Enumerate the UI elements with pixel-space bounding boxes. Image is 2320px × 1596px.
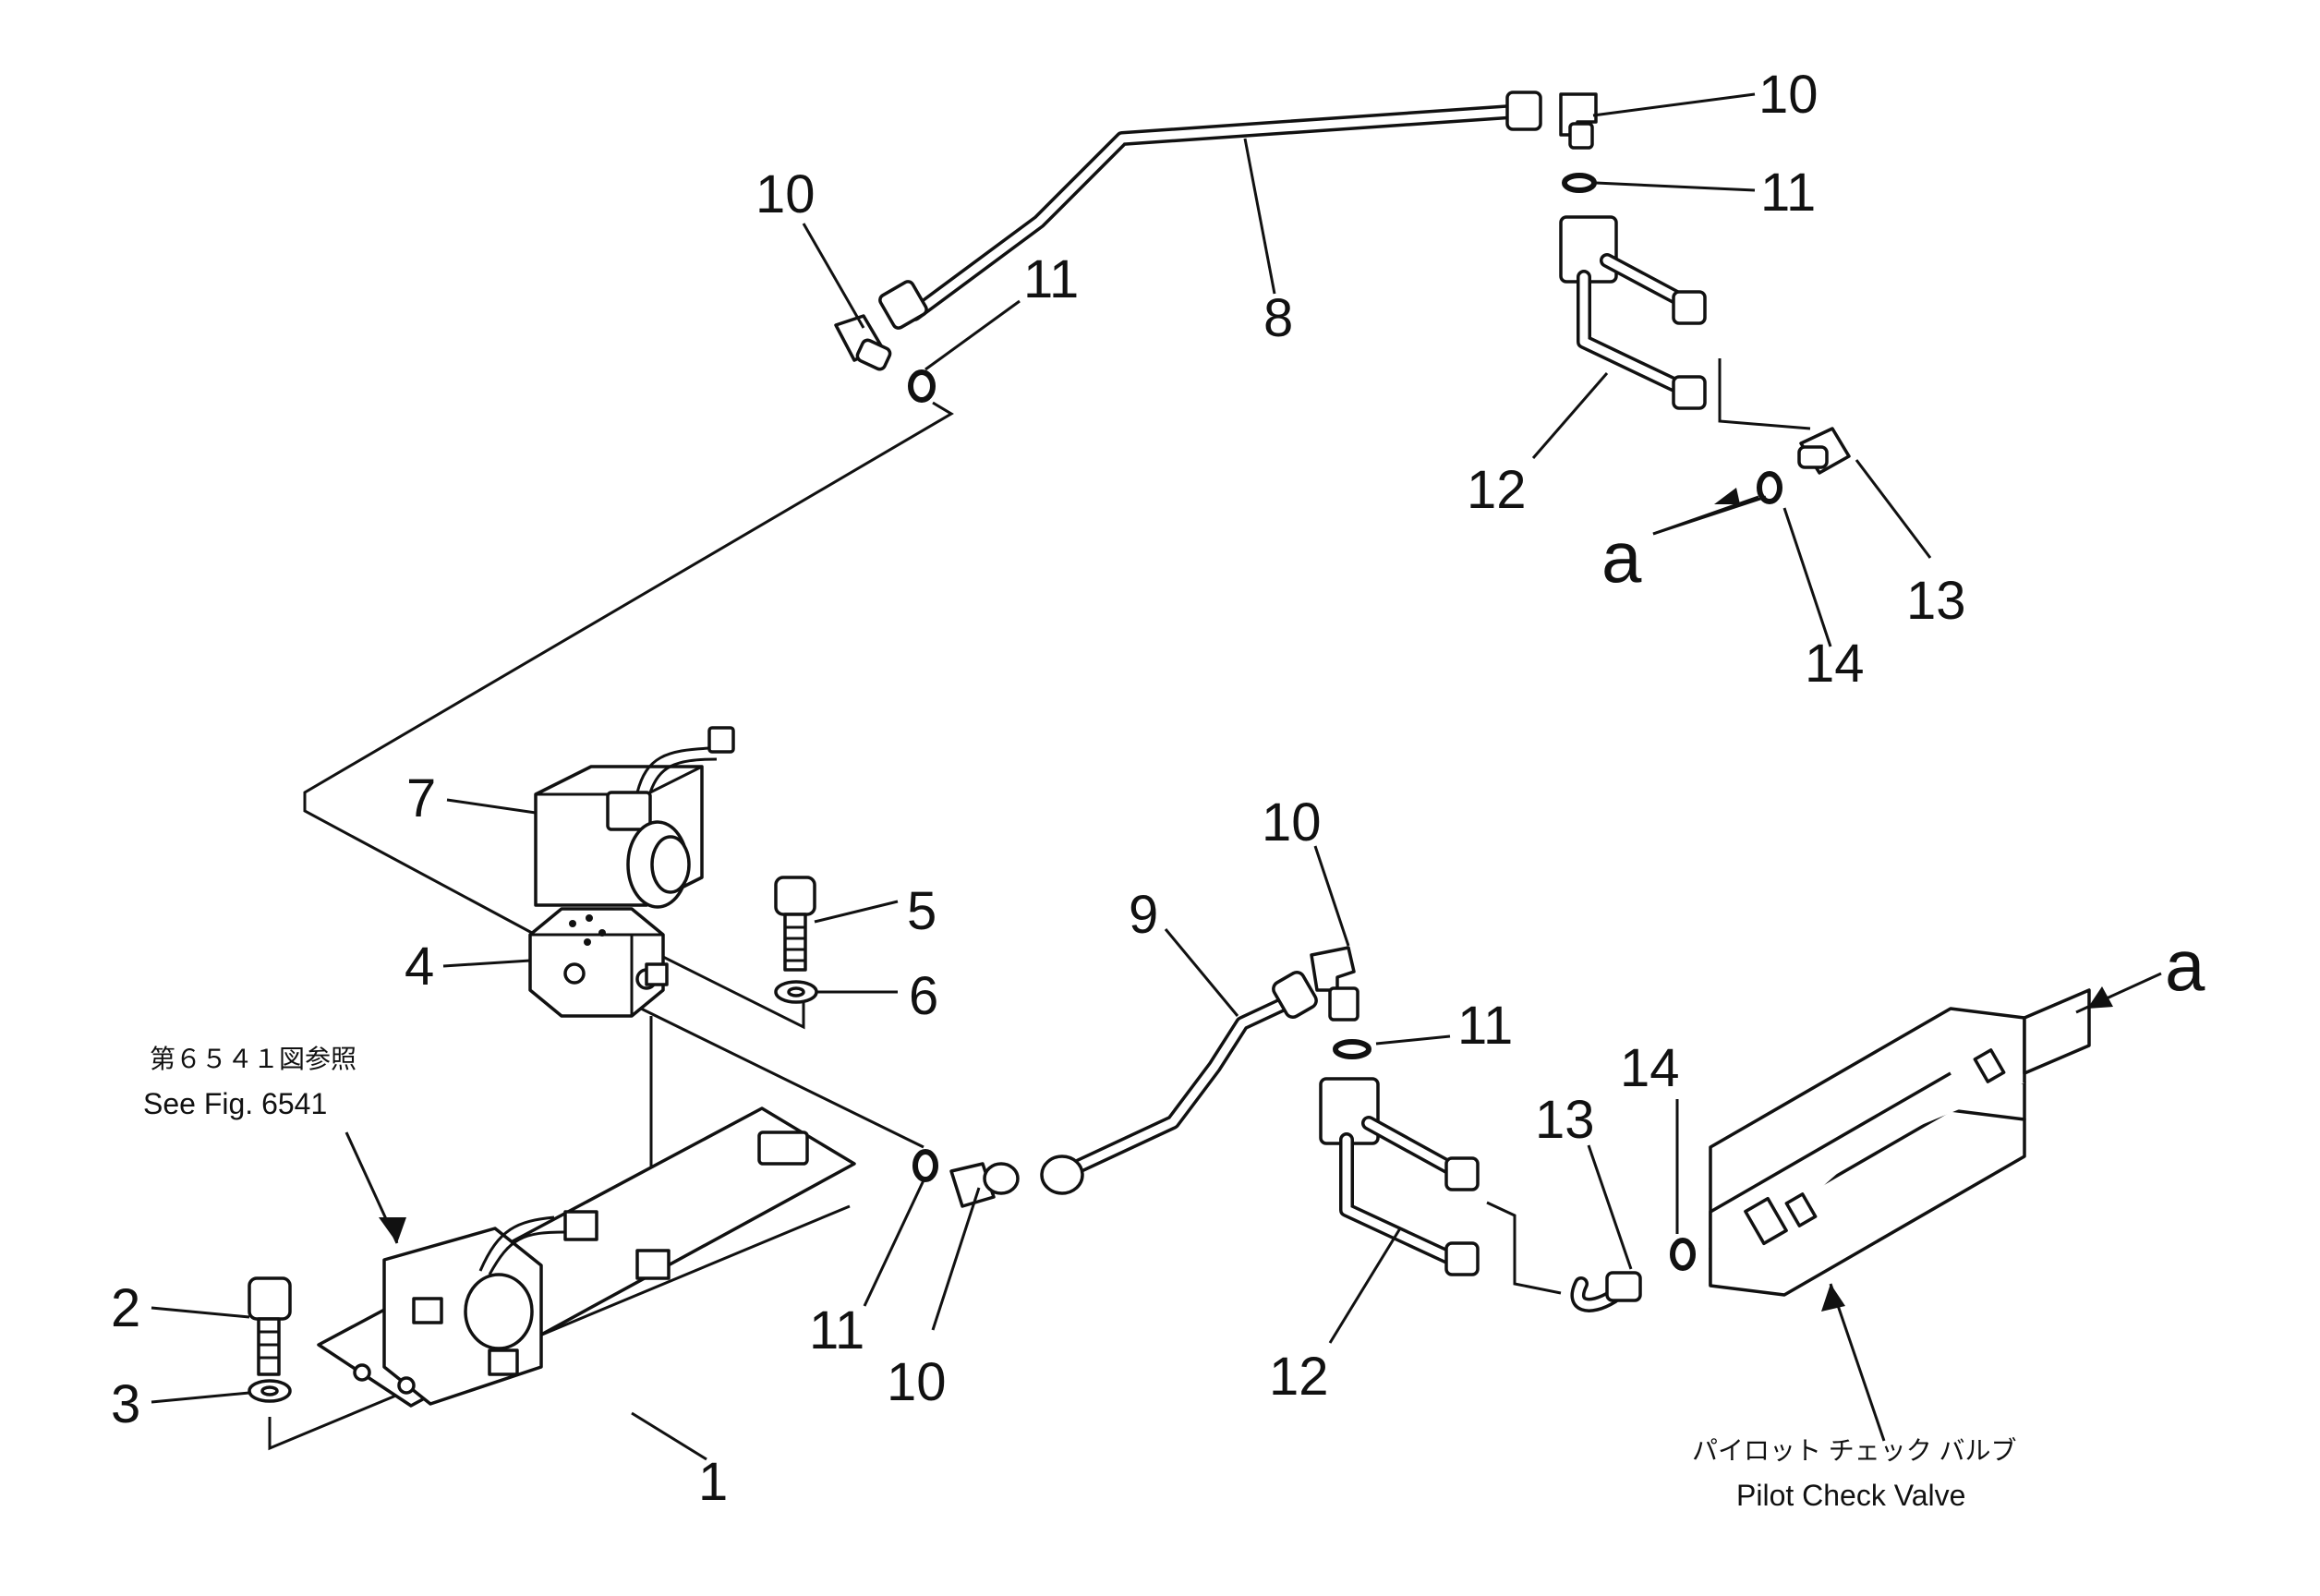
washer-6 xyxy=(774,980,818,1004)
label-1: 1 xyxy=(698,1452,728,1512)
label-14-top: 14 xyxy=(1805,634,1865,694)
part-labels: 10 11 10 11 8 12 a 13 14 7 4 5 6 9 10 11… xyxy=(111,65,2205,1512)
bolt-5 xyxy=(774,876,816,972)
solenoid-7 xyxy=(534,726,735,909)
connector-lines xyxy=(268,358,1811,1451)
label-4: 4 xyxy=(405,937,434,997)
label-9: 9 xyxy=(1129,885,1158,945)
o-ring-11-top-right xyxy=(1562,173,1597,193)
pipe-12-top xyxy=(1559,215,1707,410)
fitting-10-mid xyxy=(1310,946,1359,1022)
leader-lines xyxy=(151,92,1932,1461)
valve-note-en: Pilot Check Valve xyxy=(1736,1479,1965,1512)
pipe-9 xyxy=(1040,970,1318,1195)
pipe-8 xyxy=(878,91,1542,330)
see-fig-note-jp: 第６５４１図参照 xyxy=(150,1045,356,1073)
label-13-top: 13 xyxy=(1906,571,1966,631)
pilot-check-valve xyxy=(1709,988,2091,1297)
label-11-bottom: 11 xyxy=(809,1300,864,1360)
label-2: 2 xyxy=(111,1278,140,1338)
o-ring-14-top xyxy=(1757,471,1782,504)
label-12-top: 12 xyxy=(1467,460,1527,520)
label-10-top-left: 10 xyxy=(755,164,816,224)
o-ring-11-mid xyxy=(1333,1039,1371,1059)
label-11-top-right: 11 xyxy=(1760,163,1816,223)
label-3: 3 xyxy=(111,1374,140,1434)
label-10-top-right: 10 xyxy=(1758,65,1819,125)
label-11-mid: 11 xyxy=(1457,996,1513,1056)
bolt-2 xyxy=(248,1276,292,1376)
arrowheads xyxy=(379,488,2162,1312)
label-12-bottom: 12 xyxy=(1269,1347,1329,1407)
label-13-bottom: 13 xyxy=(1535,1090,1595,1150)
notes: 第６５４１図参照 See Fig. 6541 パイロット チェック バルブ Pi… xyxy=(143,1045,2017,1512)
fitting-13-top xyxy=(1797,427,1851,475)
o-ring-14-bottom xyxy=(1670,1238,1696,1271)
fitting-10-top-right xyxy=(1559,92,1598,150)
fitting-10-top-left xyxy=(834,314,892,371)
o-ring-11-top-left xyxy=(908,369,936,403)
pipe-12-bottom xyxy=(1319,1077,1480,1276)
fitting-13-bottom xyxy=(1570,1271,1642,1312)
see-fig-note-en: See Fig. 6541 xyxy=(143,1087,327,1120)
label-7: 7 xyxy=(406,768,436,828)
washer-3 xyxy=(248,1379,292,1403)
o-ring-11-bottom xyxy=(912,1149,938,1182)
label-6: 6 xyxy=(909,966,938,1026)
label-5: 5 xyxy=(907,881,936,941)
label-10-mid: 10 xyxy=(1262,792,1322,852)
label-a-top: a xyxy=(1601,516,1642,598)
valve-note-jp: パイロット チェック バルブ xyxy=(1692,1436,2017,1465)
label-a-bottom: a xyxy=(2165,925,2205,1006)
fitting-10-bottom xyxy=(949,1162,1020,1208)
label-10-bottom: 10 xyxy=(887,1352,947,1412)
plate-1 xyxy=(317,1106,856,1408)
label-11-top-left: 11 xyxy=(1023,249,1079,309)
label-14-bottom: 14 xyxy=(1620,1038,1680,1098)
label-8: 8 xyxy=(1263,288,1293,348)
block-4 xyxy=(528,907,669,1018)
